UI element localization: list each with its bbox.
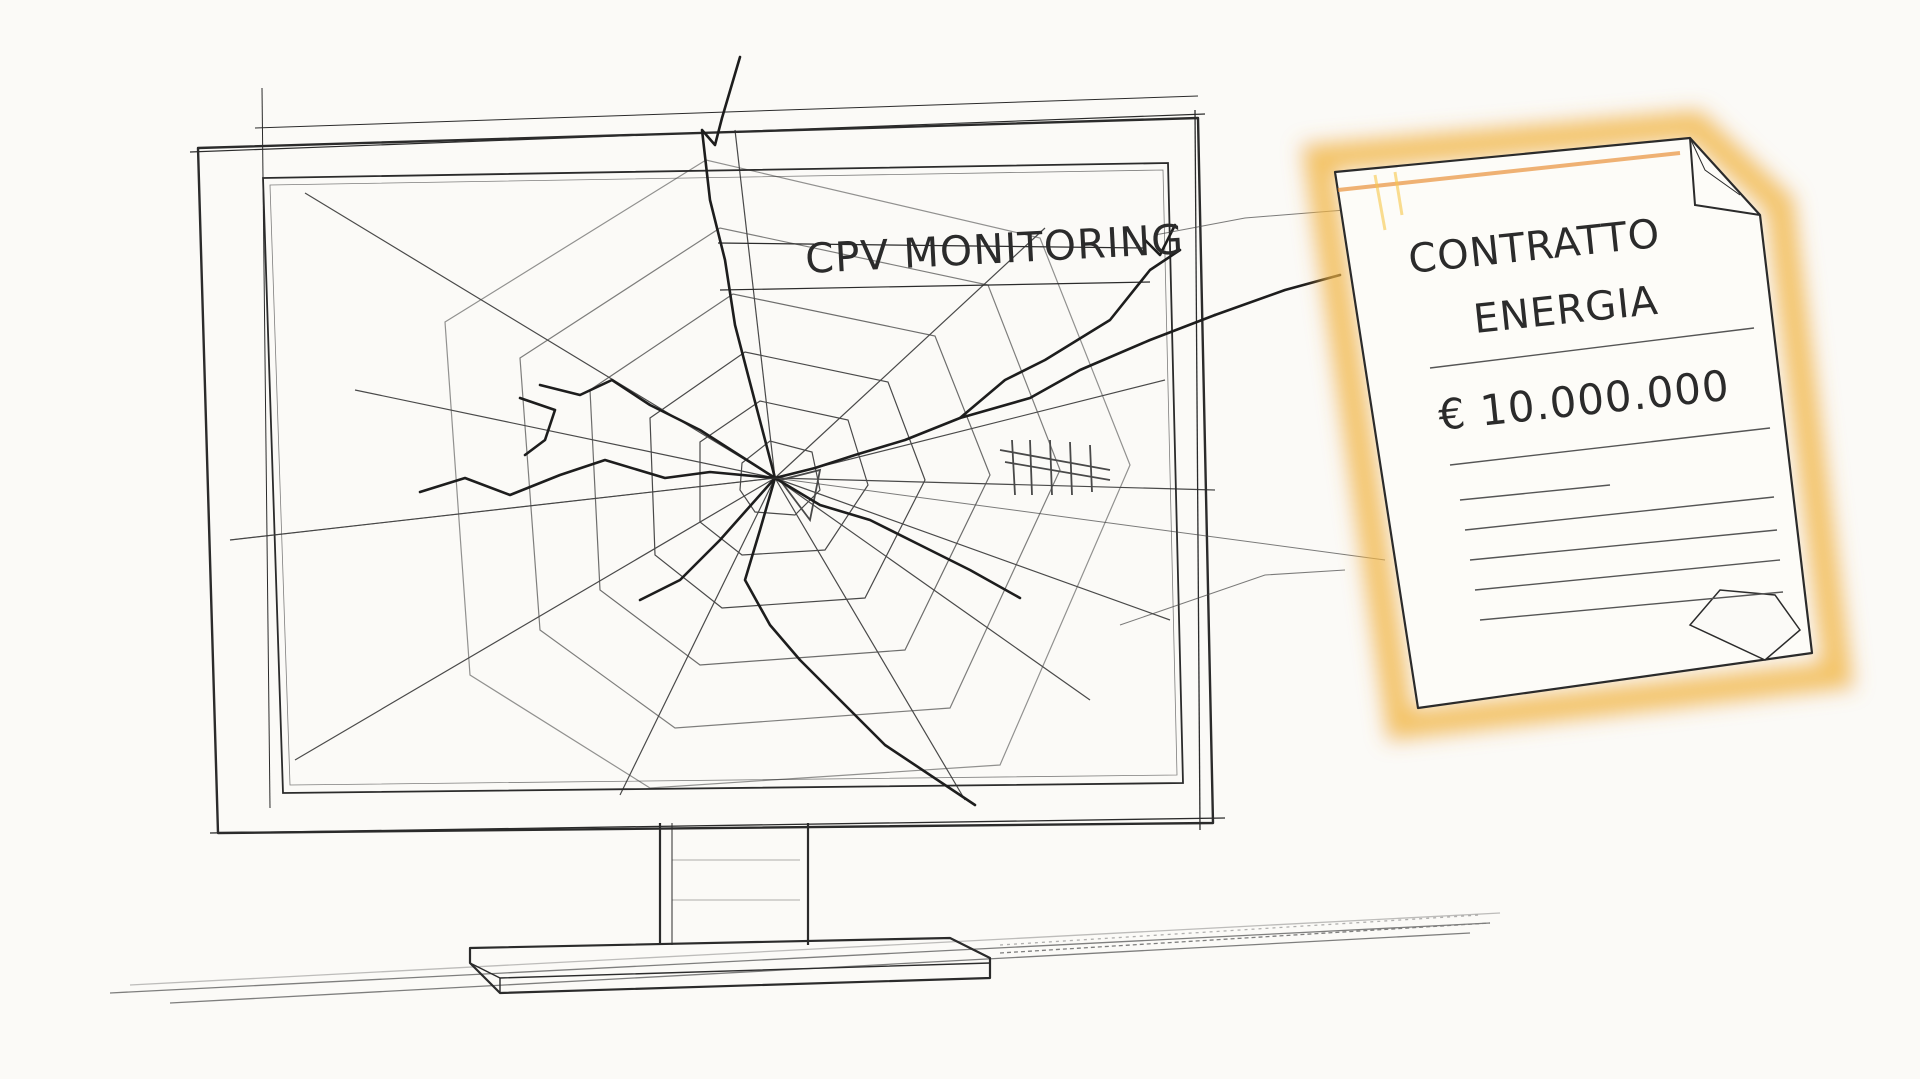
document-lines xyxy=(1429,327,1784,621)
monitor-screen xyxy=(262,162,1184,794)
desk-lines xyxy=(109,912,1501,1004)
screen-fracture-lines xyxy=(229,209,1386,626)
contract-document xyxy=(1333,136,1814,710)
monitor-frame xyxy=(189,87,1226,835)
monitor-stand xyxy=(468,823,992,995)
screen-cracks xyxy=(418,55,1342,807)
document-glow xyxy=(1300,109,1855,742)
screen-label: CPV MONITORING xyxy=(804,215,1185,283)
